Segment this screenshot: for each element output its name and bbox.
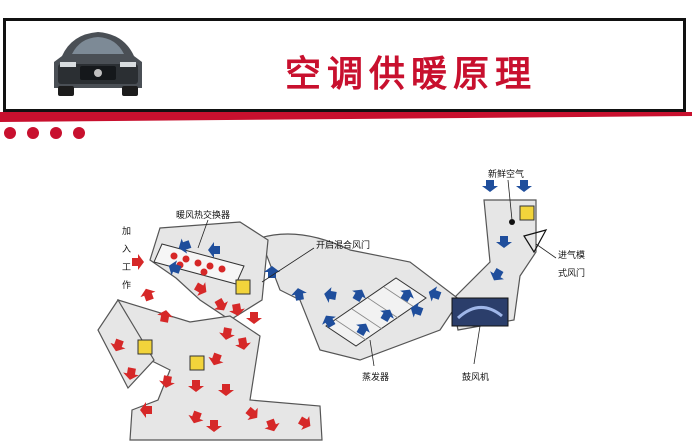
label-intake-mode-door-1: 进气模 [558,249,585,261]
page-title: 空调供暖原理 [285,54,538,95]
evaporator-core [325,277,427,347]
header-red-stripe [0,112,692,122]
decorative-dots [4,124,96,139]
label-intake-mode-door-2: 式风门 [558,267,585,279]
label-fresh-air: 新鲜空气 [488,168,524,180]
label-heater-core: 暖风热交换器 [176,209,230,221]
blower-fan [451,297,509,327]
mode-doors [137,205,548,371]
dot-2 [27,127,39,139]
label-evaporator: 蒸发器 [362,371,389,383]
label-blend-door: 开启混合风门 [316,239,370,251]
dot-3 [50,127,62,139]
label-join-work-2: 入 [122,244,131,255]
leader-lines [197,179,557,367]
label-blower: 鼓风机 [462,371,489,383]
label-join-work-4: 作 [122,279,131,291]
dot-1 [4,127,16,139]
label-join-work-1: 加 [122,226,131,237]
label-join-work-3: 工 [122,263,131,273]
car-image [42,26,154,104]
dot-4 [73,127,85,139]
